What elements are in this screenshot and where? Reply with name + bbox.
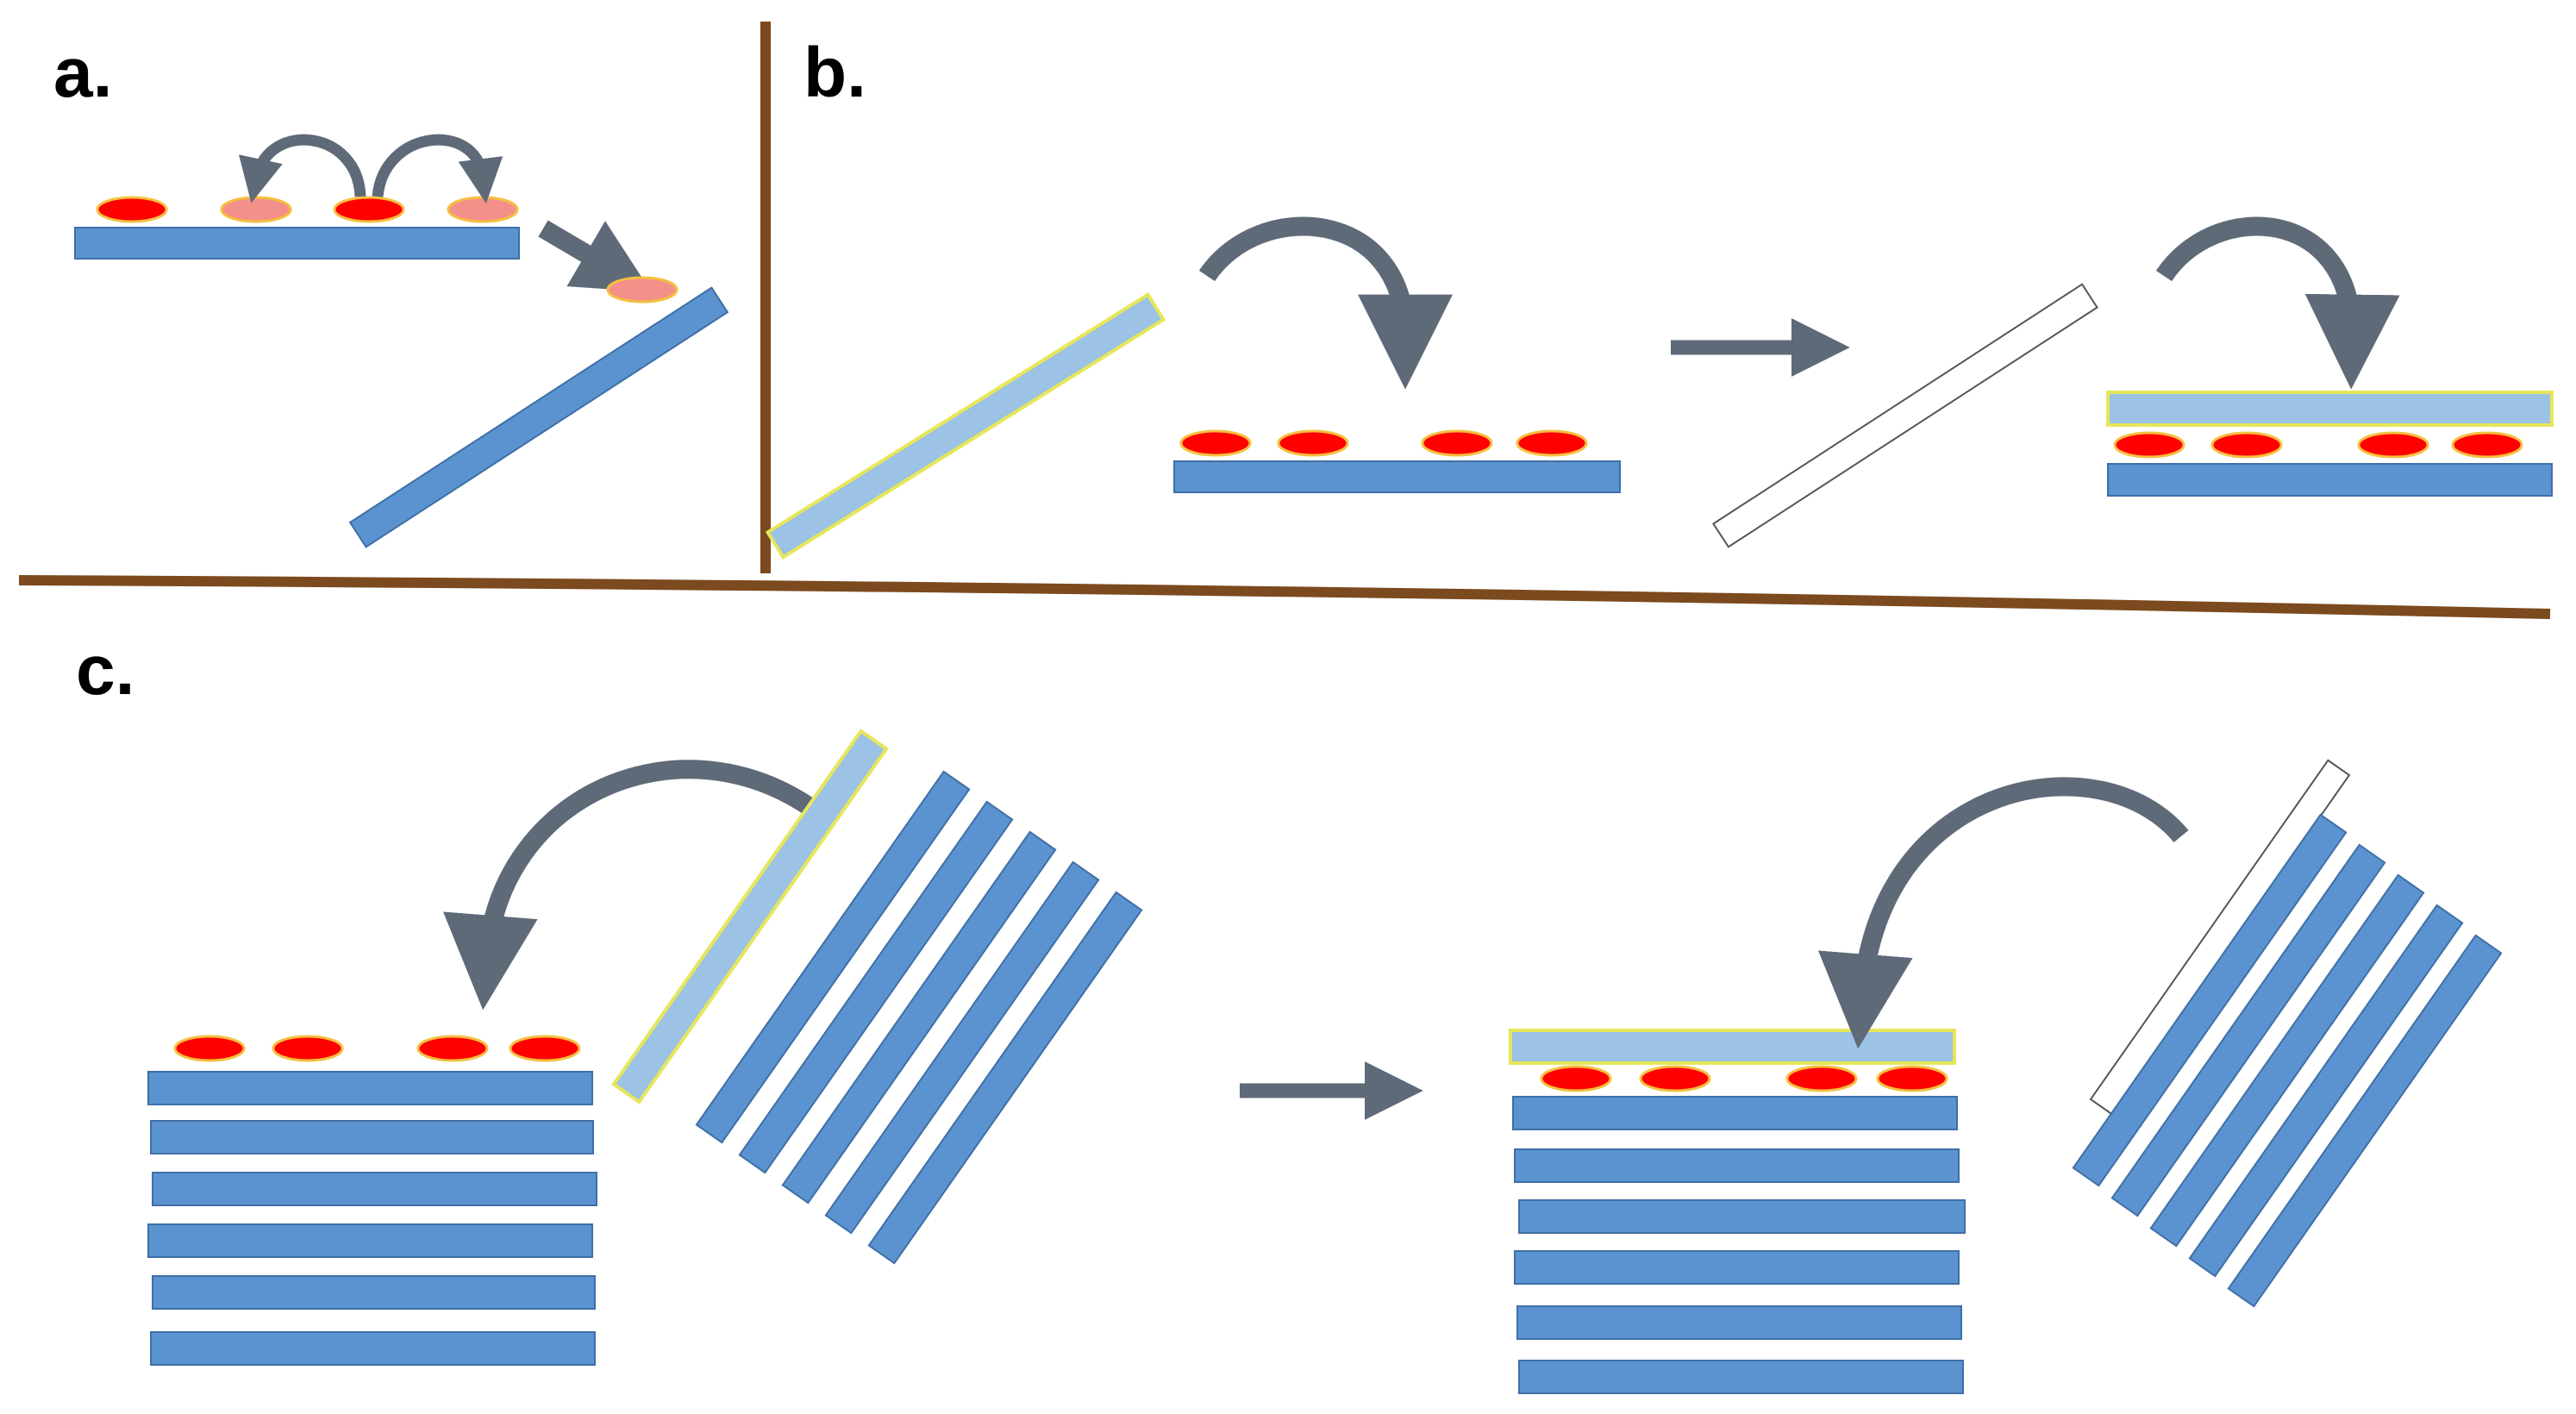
particle-faded [447, 196, 519, 223]
particle [333, 196, 405, 223]
stack-layer [738, 800, 1014, 1174]
stack-layer [147, 1223, 593, 1258]
stack-layer [2188, 904, 2464, 1278]
particle [2113, 431, 2185, 459]
stack-layer [1514, 1250, 1960, 1285]
hop-arrow-left [239, 134, 366, 203]
hop-arrow-right [372, 134, 503, 203]
panel-label-b: b. [803, 34, 866, 112]
curved-arrow [1818, 777, 2189, 1049]
substrate [1173, 460, 1621, 493]
particle [173, 1035, 246, 1062]
panel-label-c: c. [76, 631, 134, 710]
particle [272, 1035, 344, 1062]
stack-layer [2149, 873, 2425, 1248]
particle [1277, 429, 1349, 457]
transfer-layer [2106, 391, 2554, 427]
particle [1540, 1065, 1612, 1092]
particle-faded [606, 276, 678, 303]
particle [1785, 1065, 1858, 1092]
stack-layer [152, 1172, 597, 1206]
stack-layer [1516, 1305, 1962, 1340]
tilted-substrate [348, 286, 729, 548]
stack-layer [867, 891, 1143, 1265]
stack-layer [695, 770, 971, 1144]
curved-arrow [2155, 216, 2400, 390]
panel-a [74, 134, 729, 548]
transfer-layer [1509, 1029, 1956, 1065]
stack-layer [152, 1275, 596, 1310]
particle [96, 196, 168, 223]
stack-layer [150, 1120, 594, 1154]
particle [2357, 431, 2429, 459]
curved-arrow [443, 760, 821, 1010]
particle [416, 1035, 489, 1062]
stack-layer [1514, 1148, 1960, 1183]
empty-stamp [1712, 283, 2098, 548]
horizontal-divider [18, 575, 2551, 619]
stack-layer [147, 1071, 593, 1105]
particle [1516, 429, 1588, 457]
substrate [74, 227, 520, 260]
particle [2451, 431, 2523, 459]
transfer-layer [765, 292, 1166, 560]
particle [1421, 429, 1493, 457]
stack-layer [1518, 1199, 1966, 1234]
stack-layer [1512, 1096, 1958, 1130]
particle [1639, 1065, 1711, 1092]
panel-label-a: a. [53, 34, 112, 112]
particle [1876, 1065, 1948, 1092]
panel-b [765, 216, 2554, 560]
stack-layer [781, 830, 1057, 1204]
stack-layer [150, 1331, 596, 1366]
stack-layer [2110, 843, 2386, 1217]
particle [1179, 429, 1252, 457]
transfer-arrow [538, 220, 652, 292]
substrate [2107, 463, 2553, 497]
panel-c [147, 729, 2503, 1394]
particle-faded [220, 196, 292, 223]
particle [2210, 431, 2283, 459]
stack-layer [824, 860, 1100, 1235]
particle [509, 1035, 581, 1062]
transfer-layer [611, 729, 889, 1104]
stack-layer [1518, 1360, 1964, 1394]
curved-arrow [1198, 216, 1453, 390]
stack-layer [2227, 934, 2503, 1308]
stack-layer [2072, 813, 2348, 1187]
